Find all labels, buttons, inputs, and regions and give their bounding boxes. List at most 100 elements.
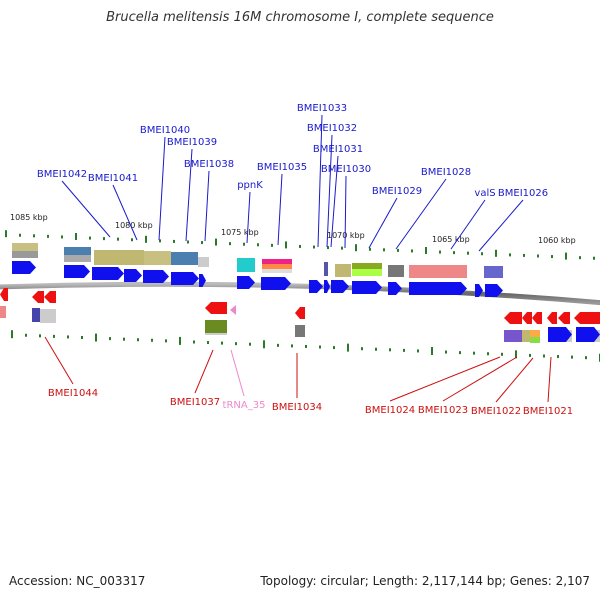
forward-gene-label: BMEI1030 xyxy=(321,164,371,175)
tick-mark xyxy=(215,238,217,246)
feature-block xyxy=(32,308,40,322)
leader-line xyxy=(61,180,111,238)
leader-line xyxy=(158,136,166,241)
reverse-gene-arrow xyxy=(32,291,44,303)
tick-mark xyxy=(333,346,335,350)
leader-line xyxy=(230,349,245,397)
feature-block xyxy=(530,337,540,343)
tick-mark xyxy=(47,234,49,238)
tick-mark xyxy=(131,238,133,242)
tick-mark xyxy=(313,245,315,249)
ruler-label: 1070 kbp xyxy=(327,231,365,240)
leader-line xyxy=(395,178,447,250)
tick-mark xyxy=(417,349,419,353)
tick-mark xyxy=(411,249,413,253)
tick-mark xyxy=(487,352,489,356)
tick-mark xyxy=(403,348,405,352)
leader-line xyxy=(330,155,339,248)
tick-mark xyxy=(11,330,13,339)
forward-gene-label: ppnK xyxy=(237,180,263,191)
feature-block xyxy=(352,263,382,269)
tick-mark xyxy=(257,243,259,247)
forward-gene-arrow xyxy=(309,280,323,293)
leader-line xyxy=(547,356,552,403)
tick-mark xyxy=(81,336,83,339)
forward-gene-arrow xyxy=(64,265,90,278)
tick-mark xyxy=(201,241,203,245)
reverse-gene-arrow xyxy=(205,302,227,314)
feature-block xyxy=(205,320,227,333)
tick-mark xyxy=(39,334,41,338)
feature-block xyxy=(64,247,91,255)
tick-mark xyxy=(221,341,223,345)
forward-gene-label: BMEI1032 xyxy=(307,123,357,134)
feature-block xyxy=(409,265,467,278)
tick-mark xyxy=(249,342,251,346)
label-leaders xyxy=(44,114,552,403)
reverse-gene-label: BMEI1034 xyxy=(272,402,322,413)
forward-gene-arrow xyxy=(388,282,402,295)
feature-block xyxy=(12,251,38,258)
reverse-gene-arrow xyxy=(558,312,570,324)
accession-text: Accession: NC_003317 xyxy=(9,574,146,588)
feature-block xyxy=(144,251,171,265)
leader-line xyxy=(185,148,193,242)
tick-mark xyxy=(123,337,125,341)
tick-mark xyxy=(593,256,595,260)
leader-line xyxy=(368,197,398,249)
tick-mark xyxy=(551,255,553,259)
forward-gene-label: BMEI1039 xyxy=(167,137,217,148)
reverse-gene-arrow xyxy=(295,307,305,319)
forward-gene-arrow xyxy=(548,327,572,342)
feature-block xyxy=(0,306,6,318)
ruler-label: 1060 kbp xyxy=(538,236,576,245)
forward-gene-label: BMEI1033 xyxy=(297,103,347,114)
tick-mark xyxy=(109,337,111,341)
forward-gene-arrow xyxy=(171,272,199,285)
tick-mark xyxy=(579,256,581,260)
ruler-label: 1075 kbp xyxy=(221,228,259,237)
tick-mark xyxy=(397,248,399,252)
reverse-gene-label: BMEI1023 xyxy=(418,405,468,416)
forward-gene-arrow xyxy=(12,261,36,274)
feature-block xyxy=(237,258,255,272)
tick-mark xyxy=(187,240,189,244)
forward-gene-arrow xyxy=(143,270,169,283)
feature-block xyxy=(40,309,56,323)
tick-mark xyxy=(285,241,287,249)
feature-block xyxy=(530,330,540,337)
reverse-gene-arrow xyxy=(0,288,8,301)
forward-gene-arrow xyxy=(237,276,255,289)
tick-mark xyxy=(103,237,105,241)
tick-mark xyxy=(445,350,447,354)
reverse-gene-arrow xyxy=(522,312,532,324)
tick-mark xyxy=(571,355,573,359)
map-title: Brucella melitensis 16M chromosome I, co… xyxy=(106,10,494,25)
leader-line xyxy=(44,336,74,385)
leader-line xyxy=(194,349,214,394)
tick-mark xyxy=(165,339,167,343)
forward-gene-arrow xyxy=(92,267,124,280)
forward-gene-arrow xyxy=(124,269,142,282)
forward-gene-label: BMEI1041 xyxy=(88,173,138,184)
reverse-gene-arrow xyxy=(574,312,600,324)
forward-gene-label: BMEI1035 xyxy=(257,162,307,173)
feature-block xyxy=(295,325,305,337)
feature-block xyxy=(12,243,38,251)
tick-mark xyxy=(117,237,119,241)
forward-gene-arrow xyxy=(475,284,483,297)
tick-mark xyxy=(89,236,91,240)
tick-mark xyxy=(327,246,329,250)
tick-mark xyxy=(347,343,349,352)
leader-line xyxy=(450,199,486,250)
chromosome-backbone xyxy=(0,281,600,306)
leader-line xyxy=(389,356,501,402)
forward-gene-label: BMEI1026 xyxy=(498,188,548,199)
tick-mark xyxy=(243,242,245,246)
tick-mark xyxy=(557,355,559,359)
feature-block xyxy=(171,252,198,265)
tick-mark xyxy=(95,333,97,342)
feature-block xyxy=(484,266,503,278)
